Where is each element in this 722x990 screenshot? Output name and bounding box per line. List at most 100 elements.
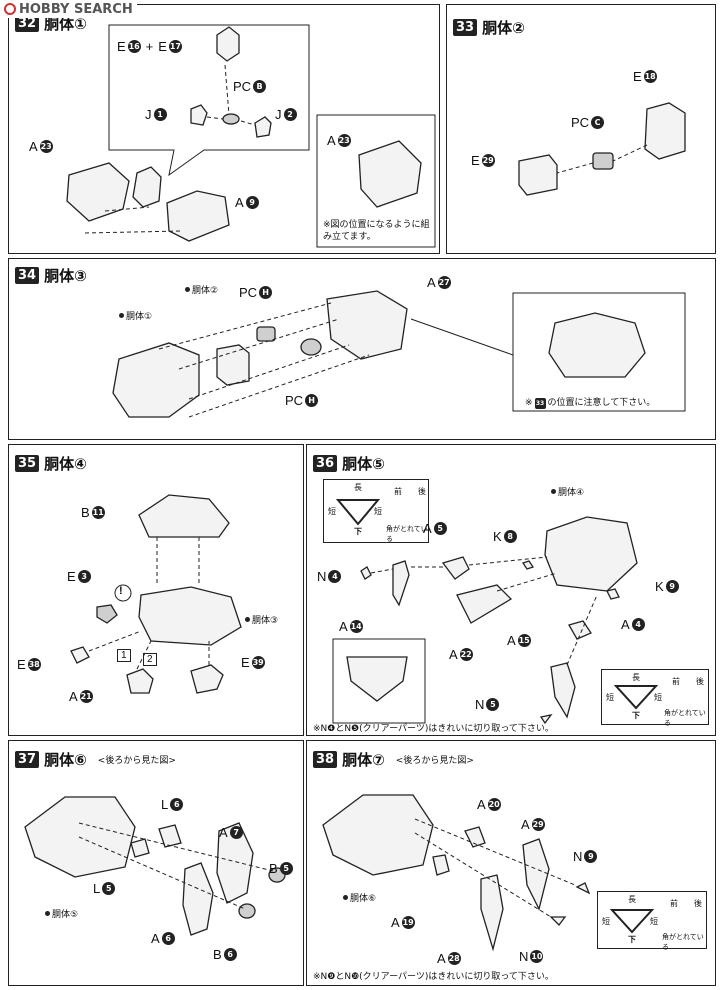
orientation-legend: 長 短 短 下 前 後 角がとれている: [597, 891, 707, 951]
part-torso-3: [138, 586, 242, 646]
part-pch-1: [256, 326, 276, 342]
part-a6: [182, 862, 214, 936]
brand-logo-icon: [4, 3, 16, 15]
step-title: 胴体④: [44, 455, 87, 473]
step-title: 胴体⑤: [342, 455, 385, 473]
step-title: 胴体③: [44, 267, 87, 285]
step-number: 33: [453, 19, 478, 36]
step-34-illustration: [112, 290, 686, 418]
part-a29: [522, 838, 550, 911]
ref-torso-1: 胴体①: [119, 309, 152, 322]
part-l5: [130, 838, 150, 858]
step-subtitle: <後ろから見た図>: [97, 756, 176, 766]
ref-torso-6: 胴体⑥: [343, 891, 376, 904]
callout-bubble: [108, 24, 310, 177]
step-number: 38: [313, 751, 338, 768]
triangle-icon: [613, 685, 659, 710]
part-torso-4: [544, 516, 638, 592]
triangle-icon: [335, 499, 381, 526]
part-n10: [549, 916, 567, 926]
part-e29: [518, 154, 558, 196]
part-k8: [521, 560, 535, 570]
part-a5: [441, 556, 470, 580]
part-a4: [568, 620, 592, 640]
step-number: 35: [15, 455, 40, 472]
step-subtitle: <後ろから見た図>: [395, 756, 474, 766]
part-a9: [166, 190, 230, 242]
ref-torso-4: 胴体④: [551, 485, 584, 498]
ref-torso-3: 胴体③: [245, 613, 278, 626]
part-j2: [254, 116, 272, 138]
step-32-illustration: [66, 24, 436, 248]
part-a7: [216, 822, 254, 904]
orientation-legend-top: 長 短 短 下 前 後 角がとれている: [323, 479, 429, 543]
step-38-note: ※N❾とN❿(クリアーパーツ)はきれいに切り取って下さい。: [313, 972, 554, 982]
ref-torso-2: 胴体②: [185, 283, 218, 296]
step-32-note: ※図の位置になるように組み立てます。: [323, 220, 430, 242]
part-e39: [190, 664, 224, 694]
step-34-inset: [512, 292, 686, 412]
part-pcb: [222, 113, 240, 125]
part-a28: [480, 874, 504, 952]
step-33-illustration: [518, 102, 686, 196]
part-n5: [539, 714, 553, 725]
part-a21: [126, 668, 154, 694]
warning-mark: !: [119, 585, 123, 597]
step-number: 36: [313, 455, 338, 472]
part-a22: [456, 584, 513, 624]
step-36-inset: [332, 638, 426, 724]
step-order-1: 1: [117, 649, 131, 662]
step-35-illustration: [70, 494, 242, 694]
plus-sign: +: [145, 39, 154, 54]
part-k9: [606, 588, 620, 600]
step-title: 胴体②: [482, 19, 525, 37]
part-e3: [96, 604, 118, 624]
part-e38: [70, 646, 90, 664]
step-order-2: 2: [143, 653, 157, 666]
watermark: HOBBY SEARCH: [0, 0, 137, 18]
warning-circle: [114, 584, 132, 602]
part-e18: [644, 102, 686, 160]
step-title: 胴体①: [44, 15, 87, 33]
step-title: 胴体⑥: [44, 751, 87, 769]
part-n9: [575, 882, 591, 895]
part-e16-e17-assembled: [132, 166, 162, 208]
part-b6: [238, 903, 256, 919]
part-n4: [360, 566, 372, 580]
watermark-text: HOBBY SEARCH: [19, 1, 133, 17]
part-pch-2: [300, 338, 322, 356]
step-title: 胴体⑦: [342, 751, 385, 769]
